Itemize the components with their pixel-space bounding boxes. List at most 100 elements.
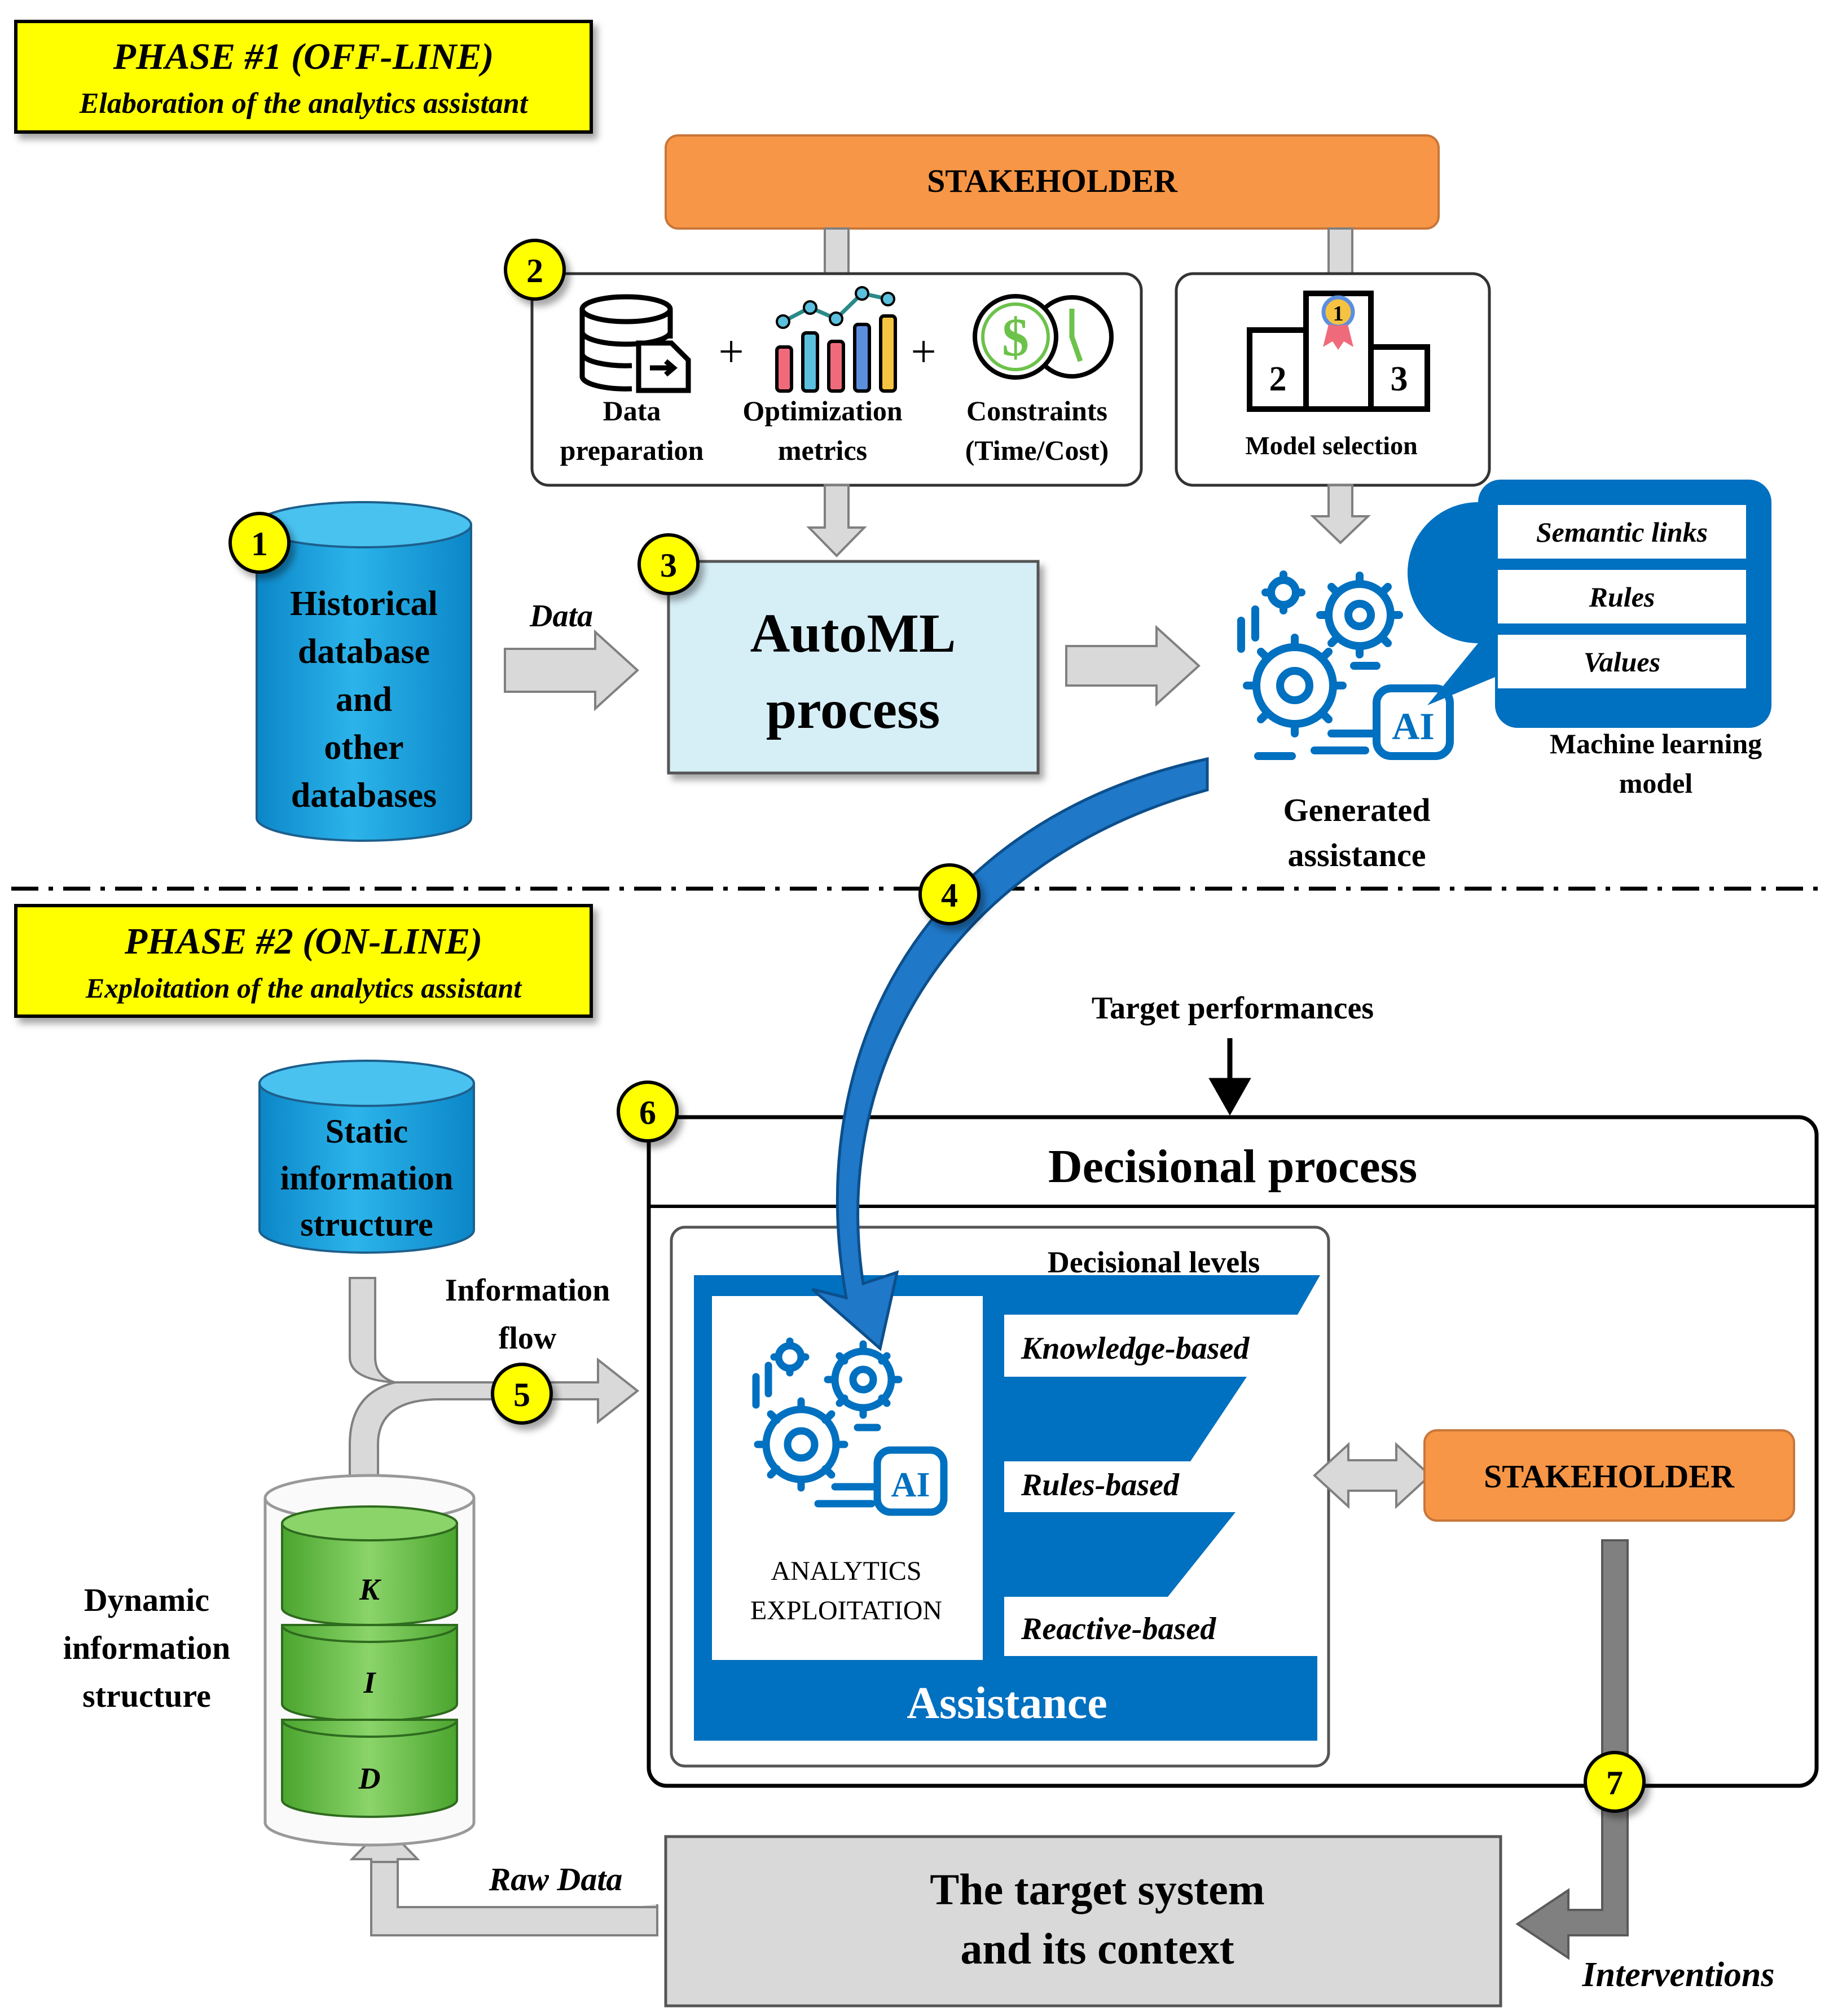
constraints-label-2: (Time/Cost) (965, 434, 1109, 466)
ml-item-semantic-links: Semantic links (1536, 516, 1708, 548)
decisional-process-title: Decisional process (1048, 1140, 1417, 1193)
level-reactive: Reactive-based (1021, 1611, 1216, 1646)
phase2-title: PHASE #2 (ON-LINE) (124, 921, 482, 962)
data-prep-label-2: preparation (560, 434, 704, 466)
ml-caption-1: Machine learning (1550, 728, 1762, 759)
target-performances-arrow (1208, 1038, 1251, 1116)
info-flow-line-1: Information (445, 1273, 610, 1308)
assistance-panel: Assistance (694, 1275, 1320, 1741)
historical-db-line-3: and (336, 680, 392, 719)
stakeholder-right-box: STAKEHOLDER (1423, 1429, 1795, 1522)
constraints-label-1: Constraints (966, 395, 1107, 427)
kid-layers (281, 1505, 458, 1818)
historical-database-cylinder: Historical database and other databases (256, 501, 472, 842)
step-badge-1: 1 (228, 512, 291, 574)
step-number-5: 5 (513, 1376, 530, 1413)
model-selection-box: 1 2 3 Model selection (1175, 272, 1491, 487)
generated-assistance-line-2: assistance (1288, 837, 1426, 873)
plus-sign-2: + (911, 327, 936, 377)
target-system-line-2: and its context (960, 1924, 1234, 1973)
optim-label-2: metrics (778, 434, 867, 466)
static-info-line-1: Static (326, 1113, 408, 1150)
generated-assistance-line-1: Generated (1283, 792, 1431, 828)
dynamic-info-line-3: structure (82, 1677, 211, 1714)
kid-k: K (359, 1573, 382, 1606)
decisional-levels-header: Decisional levels (1048, 1245, 1260, 1279)
data-prep-label-1: Data (603, 395, 661, 427)
step-badge-5: 5 (491, 1363, 553, 1425)
phase2-subtitle: Exploitation of the analytics assistant (85, 972, 522, 1004)
historical-db-line-4: other (324, 728, 403, 767)
ml-caption-2: model (1619, 767, 1693, 799)
target-system-box: The target system and its context (664, 1835, 1502, 2008)
target-performances-label: Target performances (1092, 991, 1374, 1026)
stakeholder-connectors (824, 227, 1353, 278)
model-selection-label: Model selection (1245, 431, 1417, 460)
kid-d: D (358, 1762, 381, 1795)
target-system-line-1: The target system (930, 1865, 1265, 1914)
step-badge-2: 2 (504, 239, 566, 301)
step-number-6: 6 (639, 1094, 656, 1131)
podium-3: 3 (1391, 360, 1408, 398)
static-info-cylinder: Static information structure (258, 1060, 475, 1254)
info-flow-line-2: flow (499, 1321, 557, 1356)
step-badge-6: 6 (617, 1081, 679, 1143)
phase1-label: PHASE #1 (OFF-LINE) Elaboration of the a… (14, 20, 593, 134)
step-number-7: 7 (1606, 1764, 1623, 1802)
ai-badge-top: AI (1392, 705, 1435, 748)
phase1-subtitle: Elaboration of the analytics assistant (79, 87, 529, 120)
deployment-curved-arrow (811, 757, 1209, 1351)
assistance-label: Assistance (907, 1679, 1107, 1728)
stakeholder-top-label: STAKEHOLDER (927, 162, 1178, 199)
dynamic-info-line-2: information (63, 1630, 230, 1666)
step-badge-4: 4 (918, 863, 981, 925)
raw-data-label: Raw Data (489, 1861, 623, 1898)
podium-1: 1 (1333, 302, 1344, 326)
historical-db-line-5: databases (291, 776, 437, 815)
interventions-arrow (1515, 1539, 1629, 1960)
historical-db-line-1: Historical (290, 585, 438, 623)
svg-text:$: $ (1002, 307, 1029, 367)
kid-i: I (363, 1666, 376, 1699)
step-number-3: 3 (660, 547, 677, 584)
podium-2: 2 (1269, 360, 1287, 398)
ml-item-rules: Rules (1589, 581, 1655, 613)
dollar-clock-icon: $ (973, 294, 1114, 380)
phase2-label: PHASE #2 (ON-LINE) Exploitation of the a… (14, 904, 593, 1018)
interventions-label: Interventions (1581, 1956, 1774, 1994)
level-rules: Rules-based (1021, 1468, 1180, 1503)
dynamic-info-line-1: Dynamic (84, 1582, 209, 1618)
static-info-line-3: structure (300, 1206, 433, 1243)
ml-item-values: Values (1584, 646, 1660, 678)
dynamic-info-cylinder: K I D (263, 1474, 476, 1847)
down-arrows-phase1 (806, 484, 1371, 557)
static-info-line-2: information (280, 1159, 454, 1197)
historical-db-line-2: database (298, 633, 430, 671)
database-file-icon (579, 294, 691, 393)
bar-chart-icon (775, 286, 897, 393)
podium-icon: 1 2 3 (1247, 291, 1430, 412)
optim-label-1: Optimization (742, 395, 903, 427)
step-number-4: 4 (941, 877, 958, 914)
automl-box: AutoML process (667, 560, 1040, 775)
analytics-exploitation-line-2: EXPLOITATION (750, 1596, 942, 1626)
phase1-title: PHASE #1 (OFF-LINE) (113, 36, 494, 77)
data-arrow-label: Data (529, 599, 593, 634)
level-knowledge: Knowledge-based (1021, 1331, 1250, 1366)
inputs-box: + + $ Data preparation Optimization (530, 272, 1143, 487)
automl-output-arrow (1065, 625, 1201, 707)
ai-gears-icon-exploitation (752, 1337, 948, 1516)
stakeholder-right-label: STAKEHOLDER (1484, 1458, 1735, 1495)
raw-data-arrow-body (370, 1861, 658, 1936)
plus-sign-1: + (718, 327, 744, 377)
automl-line-1: AutoML (750, 603, 956, 664)
step-number-2: 2 (526, 252, 543, 289)
ai-badge-exploitation: AI (891, 1466, 930, 1504)
stakeholder-top-box: STAKEHOLDER (665, 134, 1440, 230)
step-number-1: 1 (251, 525, 268, 563)
step-badges: 1 2 3 4 5 6 7 (228, 239, 1646, 1813)
ai-gears-icon (1237, 570, 1454, 760)
data-arrow (504, 629, 639, 711)
analytics-exploitation-line-1: ANALYTICS (771, 1556, 921, 1586)
